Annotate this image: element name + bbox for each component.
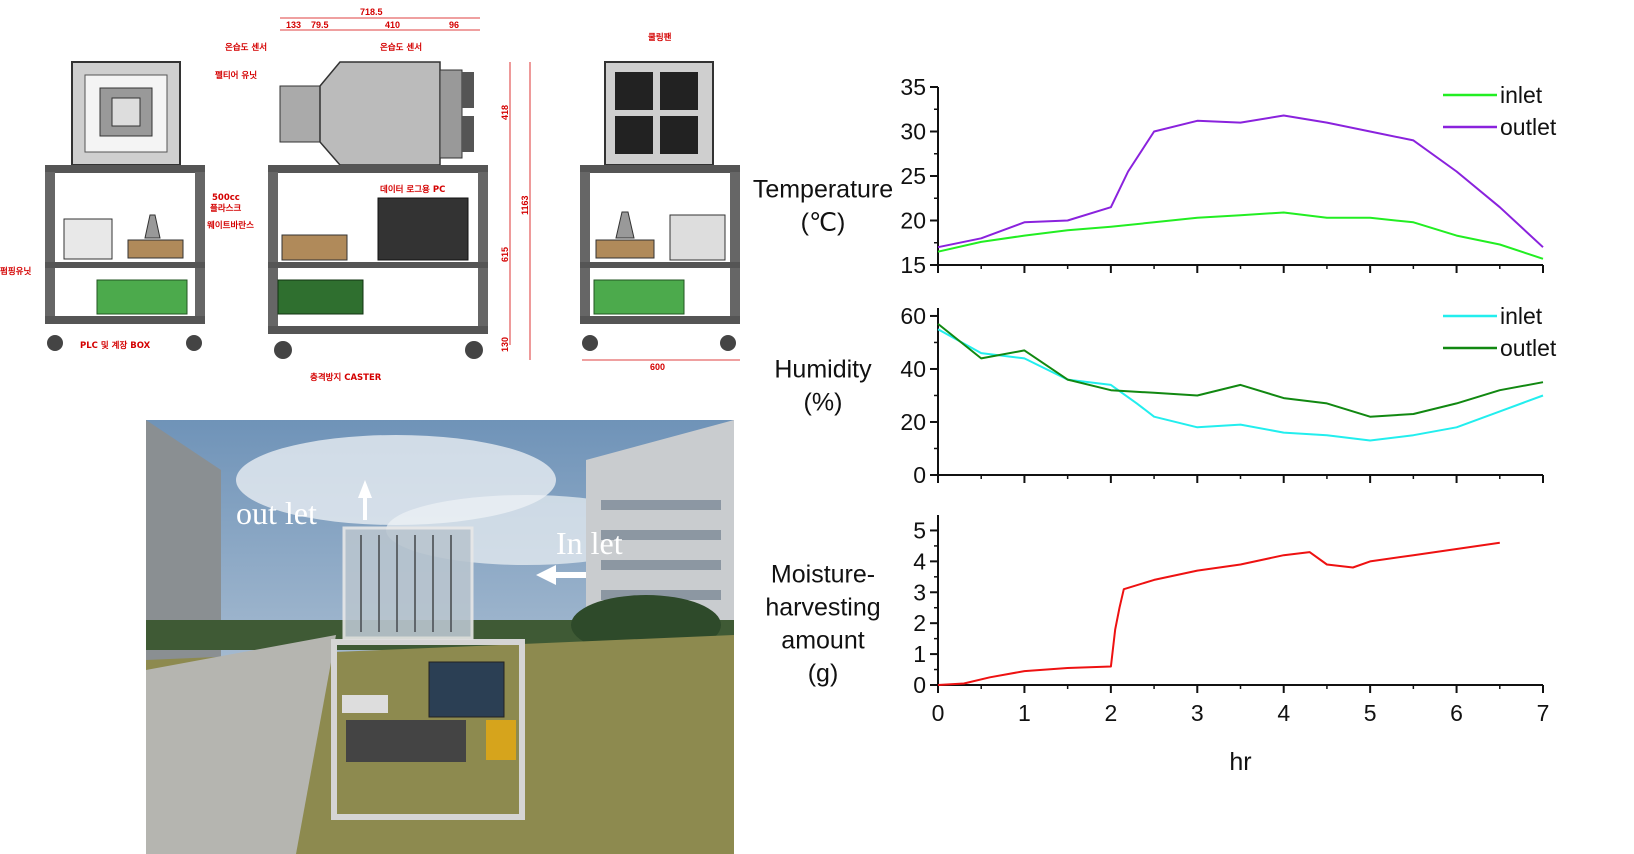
label-cooling-fan: 쿨링팬 [648,32,672,43]
chart0-legend-label-inlet: inlet [1500,82,1543,108]
chart2-y-label-line: Moisture- [771,561,875,589]
label-weight-balance: 웨이트바란스 [207,220,254,231]
label-data-logger: 데이터 로그용 PC [380,184,445,195]
chart0-series-outlet-line [937,114,1544,249]
dim-upper-height: 418 [500,105,510,120]
chart2-y-tick-label: 1 [913,641,926,667]
chart2-series-amount-line [937,541,1500,686]
label-caster: 충격방지 CASTER [310,372,382,383]
photo-svg: out let In let [146,420,734,854]
chart2-y-tick-label: 5 [913,517,926,543]
chart0-y-label-line: (℃) [801,209,846,237]
chart0-series-inlet-line [937,211,1544,260]
chart2-x-label: hr [1229,748,1251,776]
label-sensor-left: 온습도 센서 [225,42,267,53]
chart2-y-tick-label: 4 [913,548,926,574]
chart2-y-tick-label: 2 [913,610,926,636]
chart2-x-tick-label: 1 [1018,700,1031,726]
field-test-photo: out let In let [146,420,734,854]
dim-d4: 96 [449,20,459,30]
chart0-y-label-line: Temperature [753,176,893,204]
label-flask-size: 500cc [212,193,240,203]
chart1-legend-label-outlet: outlet [1500,335,1557,361]
dim-d3: 410 [385,20,400,30]
chart2-y-tick-label: 0 [913,672,926,698]
chart0-y-tick-label: 25 [900,163,926,189]
chart2-x-tick-label: 2 [1104,700,1117,726]
dim-d2: 79.5 [311,20,329,30]
chart2-y-label-line: (g) [808,660,839,688]
dim-middle-height: 615 [500,247,510,262]
label-pump-unit: 펌핑유닛 [0,266,31,277]
front-view [45,61,205,351]
dim-d1: 133 [286,20,301,30]
chart2-x-tick-label: 6 [1450,700,1463,726]
dim-base-width: 600 [650,362,665,372]
dim-caster-height: 130 [500,337,510,352]
chart1-y-tick-label: 0 [913,462,926,488]
side-view [268,61,488,359]
chart1-legend-label-inlet: inlet [1500,303,1543,329]
rear-view [580,61,740,351]
chart2-y-label-line: harvesting [765,594,880,622]
chart2-x-tick-label: 3 [1191,700,1204,726]
chart1-y-tick-label: 60 [900,303,926,329]
dim-total-height: 1163 [520,195,530,215]
chart2-x-tick-label: 0 [932,700,945,726]
chart2-x-tick-label: 5 [1364,700,1377,726]
chart1-series-outlet-line [937,323,1544,418]
chart0-y-tick-label: 15 [900,252,926,278]
charts-svg: 1520253035Temperature(℃)inletoutlet02040… [753,74,1557,776]
label-plc-box: PLC 및 계장 BOX [80,340,151,351]
chart1-series-inlet-line [937,328,1544,442]
label-flask: 플라스크 [210,203,241,214]
chart1-y-label-line: Humidity [774,356,872,384]
chart1-y-tick-label: 20 [900,409,926,435]
equipment-drawing: 718.5 133 79.5 410 96 418 1163 615 130 6… [0,0,745,395]
label-sensor-right: 온습도 센서 [380,42,422,53]
chart0-legend-label-outlet: outlet [1500,114,1557,140]
chart1-y-tick-label: 40 [900,356,926,382]
chart2-y-tick-label: 3 [913,579,926,605]
chart2-y-label-line: amount [781,627,864,655]
photo-inlet-label: In let [556,525,623,561]
label-peltier: 펠티어 유닛 [215,70,257,81]
chart0-y-tick-label: 20 [900,208,926,234]
chart0-y-tick-label: 30 [900,119,926,145]
chart0-y-tick-label: 35 [900,74,926,100]
dim-overall-width: 718.5 [360,7,383,17]
chart1-y-label-line: (%) [804,389,843,417]
chart2-x-tick-label: 7 [1537,700,1550,726]
chart2-x-tick-label: 4 [1277,700,1290,726]
photo-outlet-label: out let [236,495,317,531]
drawing-svg: 718.5 133 79.5 410 96 418 1163 615 130 6… [0,7,740,383]
dimension-lines [280,17,740,361]
